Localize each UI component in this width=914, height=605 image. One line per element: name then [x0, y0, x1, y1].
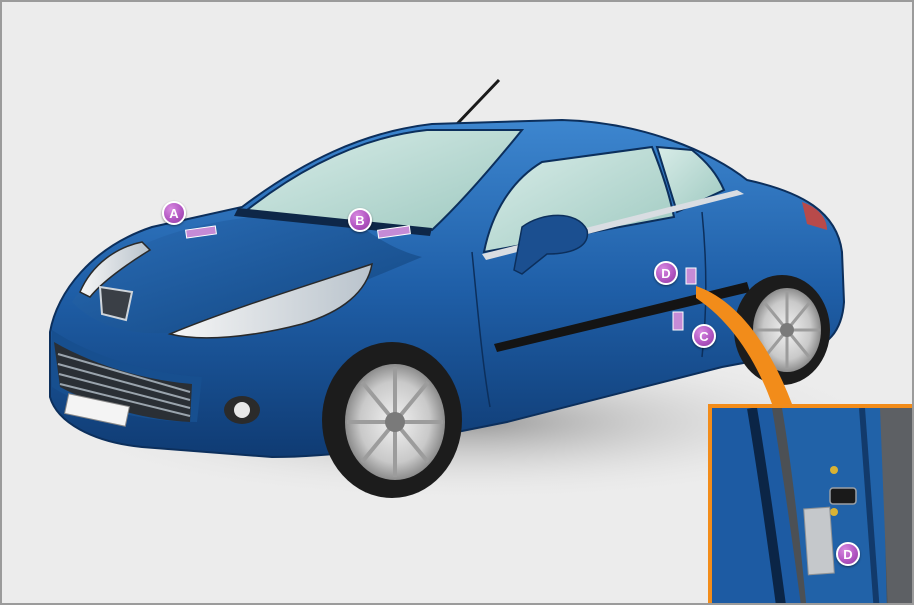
latch [830, 488, 856, 504]
door-pillar-inset: D [708, 404, 914, 605]
antenna [457, 80, 499, 124]
door-pillar-detail [712, 408, 914, 605]
marker-d-inset: D [836, 542, 860, 566]
front-wheel [322, 342, 462, 498]
inset-label-patch [804, 507, 835, 575]
marker-b: B [348, 208, 372, 232]
marker-d: D [654, 261, 678, 285]
logo-badge [100, 287, 132, 320]
marker-c: C [692, 324, 716, 348]
label-patch-d [686, 268, 696, 284]
label-patch-c [673, 312, 683, 330]
marker-a: A [162, 201, 186, 225]
